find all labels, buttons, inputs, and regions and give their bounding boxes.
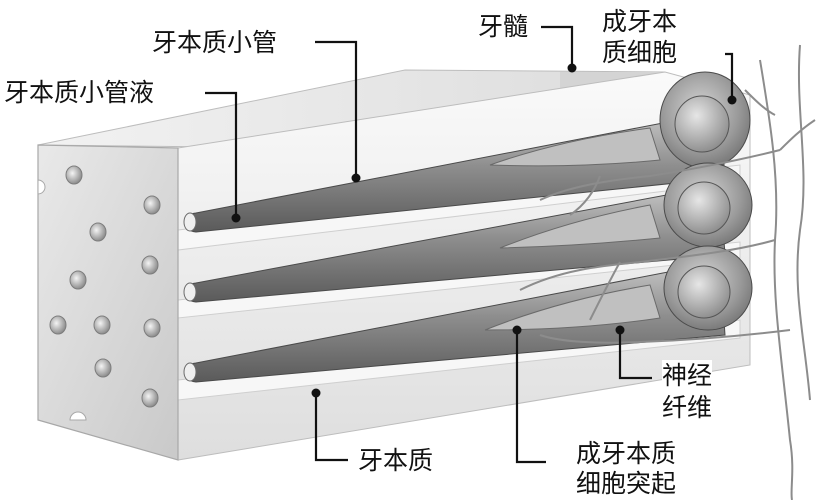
odontoblast-process <box>499 204 661 249</box>
odontoblast-process <box>484 284 661 331</box>
odontoblast-process <box>489 127 661 167</box>
block-front-face <box>37 144 179 461</box>
label-nerve-fiber-line1: 神经 <box>662 360 713 391</box>
leader-dots <box>231 63 737 398</box>
label-odontoblast-process-line2: 细胞突起 <box>576 468 677 499</box>
label-nerve-fiber-line2: 纤维 <box>662 392 713 423</box>
label-odontoblast-process-line1: 成牙本质 <box>576 438 677 469</box>
block-front-notch <box>37 179 87 421</box>
label-dentinal-tubule-fluid: 牙本质小管液 <box>4 76 155 109</box>
odontoblast-cells <box>659 71 753 331</box>
nerve-fibers <box>519 44 816 500</box>
label-dental-pulp: 牙髓 <box>478 10 529 43</box>
label-dentin: 牙本质 <box>358 444 434 477</box>
label-dentinal-tubule: 牙本质小管 <box>152 26 278 59</box>
tubule-openings <box>49 165 161 408</box>
label-odontoblast-line2: 质细胞 <box>602 37 678 68</box>
label-odontoblast-line1: 成牙本 <box>602 6 678 37</box>
leader-lines <box>205 25 734 464</box>
